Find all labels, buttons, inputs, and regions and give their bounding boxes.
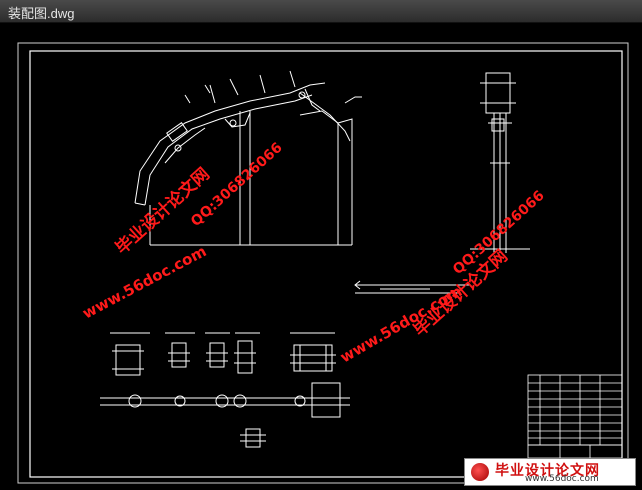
center-annotation: [354, 280, 470, 294]
logo-url-text: www.56doc.com: [525, 474, 599, 484]
watermark-right: QQ:306826066 www.56doc.com 毕业设计论文网: [337, 188, 548, 367]
watermark-left: 毕业设计论文网 www.56doc.com QQ:306826066: [79, 140, 285, 323]
drawing-viewport[interactable]: 毕业设计论文网 www.56doc.com QQ:306826066 QQ:30…: [0, 23, 642, 490]
watermark-site-url-1: www.56doc.com: [79, 242, 209, 323]
logo-swirl-icon: [471, 463, 489, 481]
arm-assembly-view: [134, 70, 362, 246]
side-elevation-view: [470, 72, 530, 253]
drawing-canvas[interactable]: 毕业设计论文网 www.56doc.com QQ:306826066 QQ:30…: [0, 23, 642, 490]
logo-cn-text: 毕业设计论文网: [495, 463, 600, 479]
title-bar: 装配图.dwg: [0, 0, 642, 23]
inner-frame: [29, 50, 623, 478]
window-title: 装配图.dwg: [8, 6, 75, 21]
outer-frame: [17, 42, 629, 484]
title-block: [527, 374, 623, 472]
site-logo-badge: 毕业设计论文网 www.56doc.com: [464, 458, 636, 486]
detail-views: [100, 332, 350, 448]
